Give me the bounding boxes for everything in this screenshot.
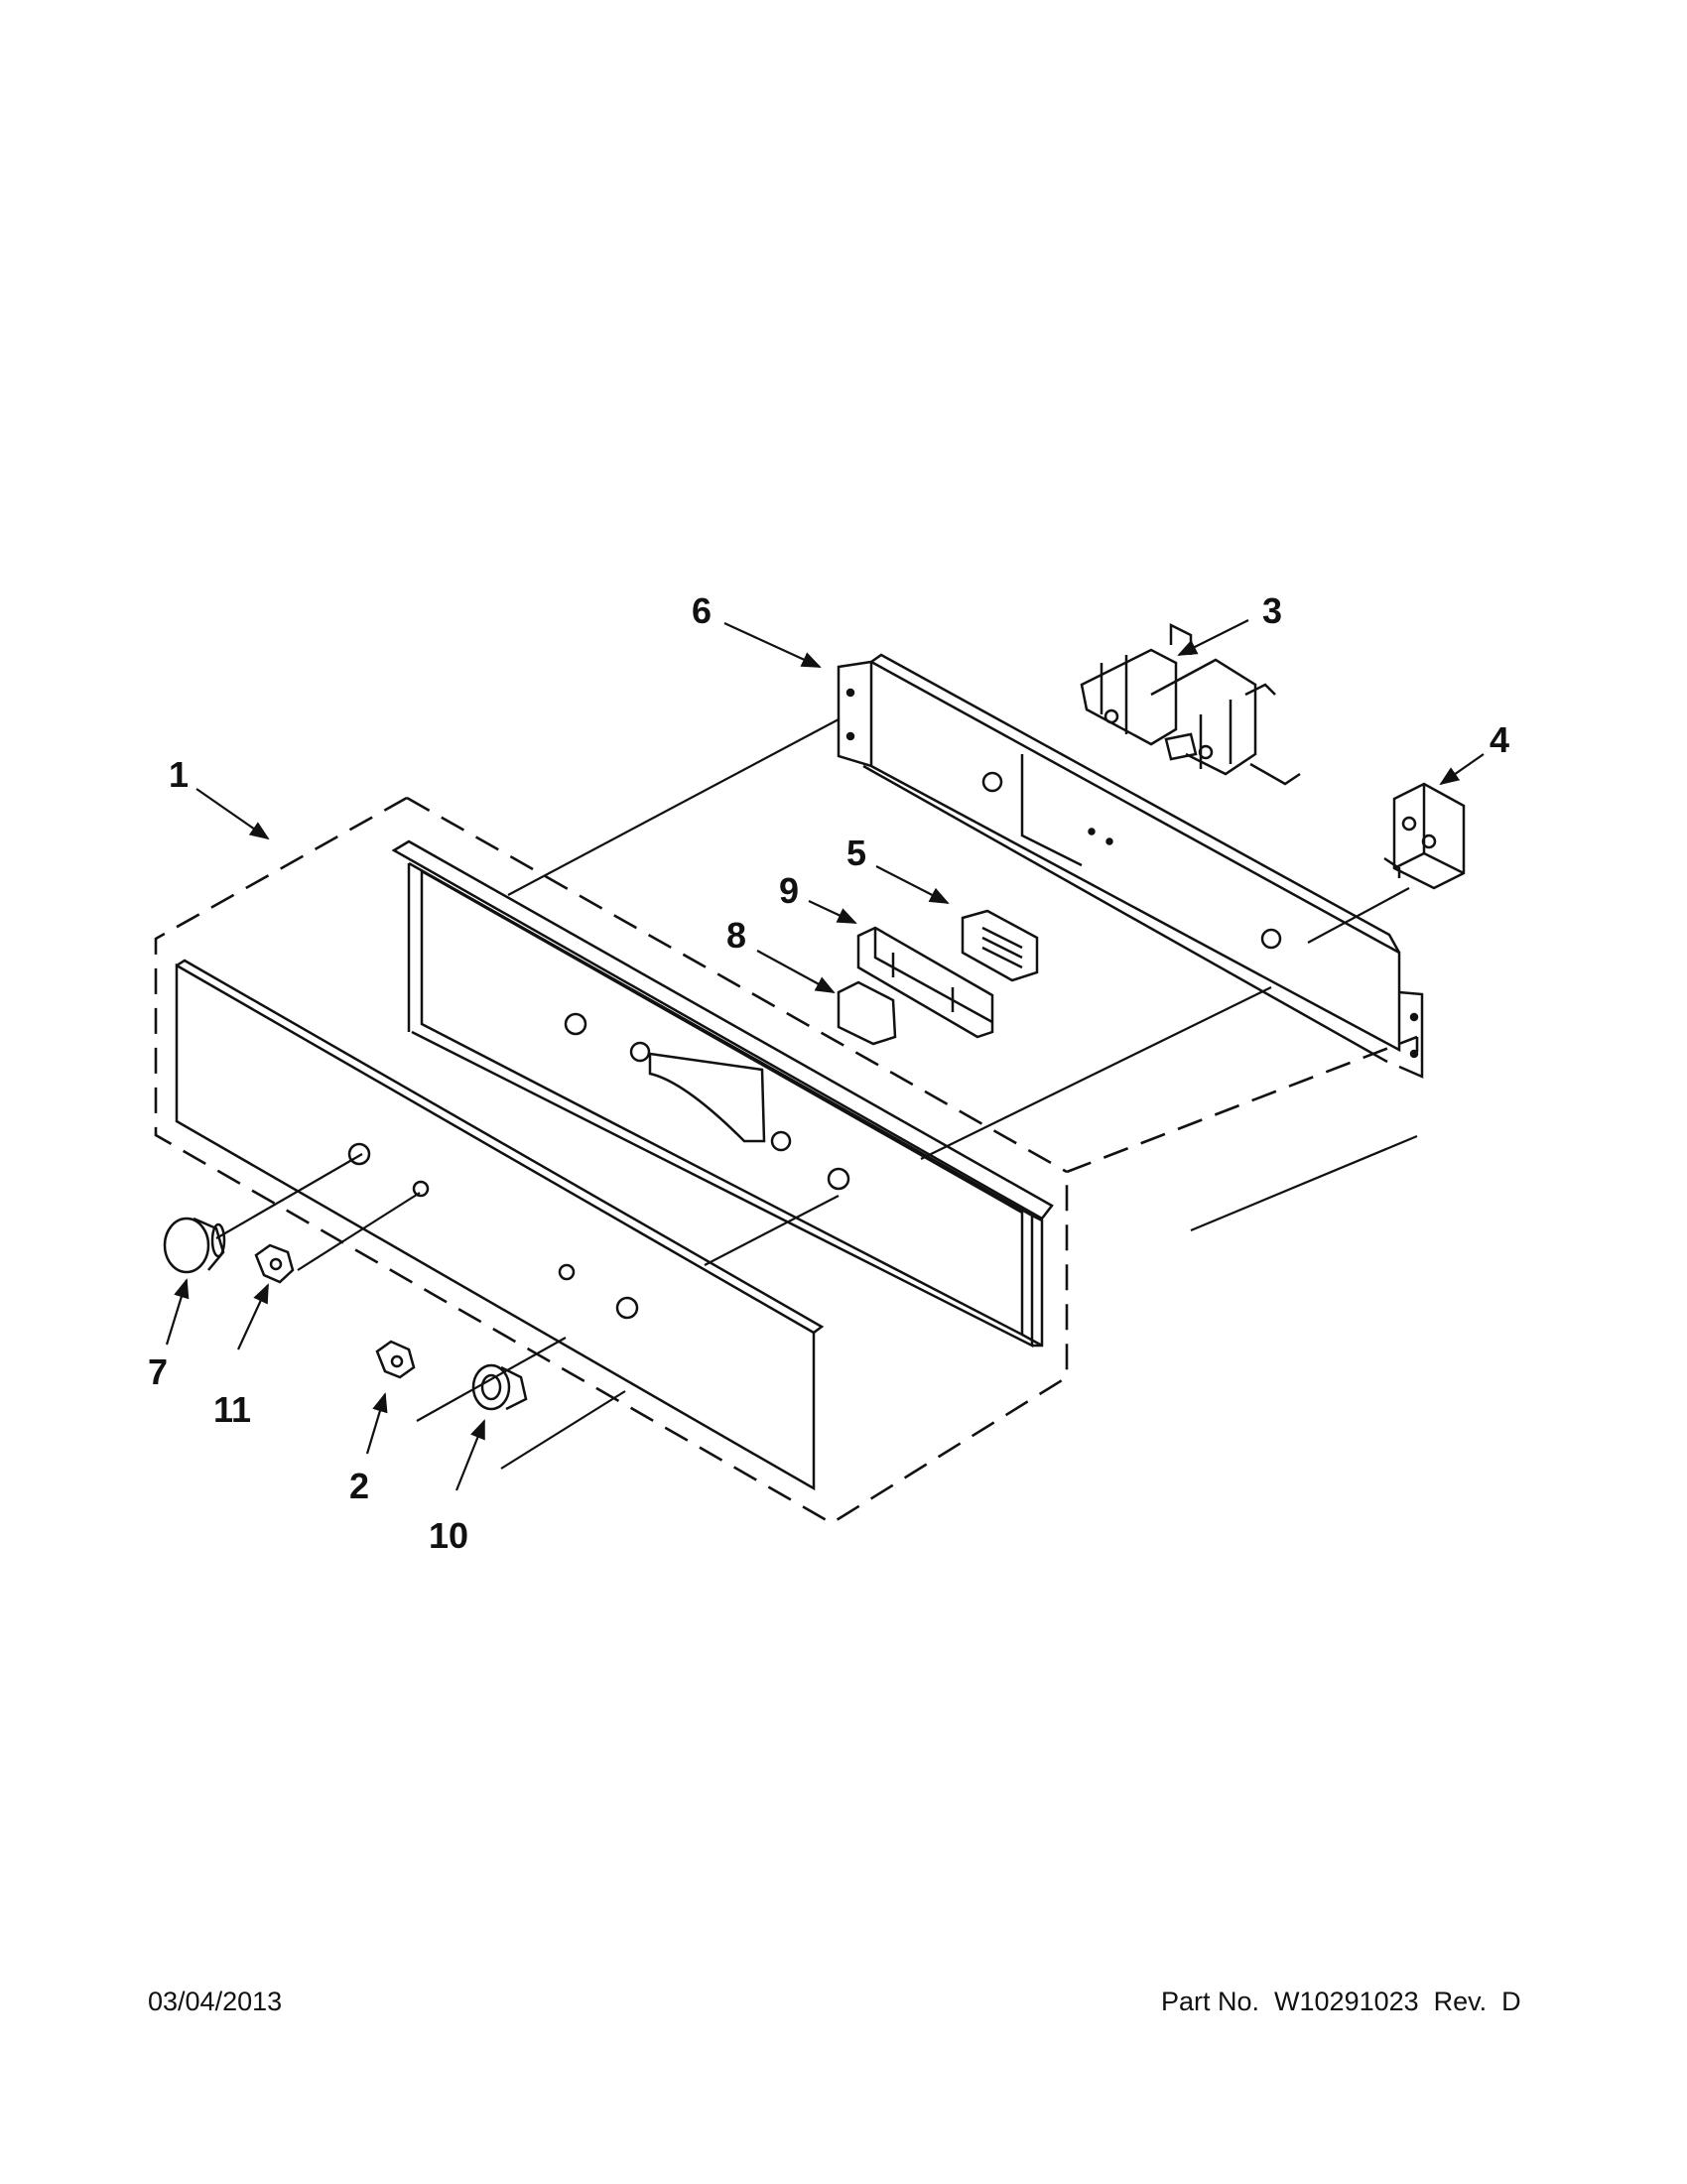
footer-part-number: Part No. W10291023 Rev. D <box>1161 1987 1521 2016</box>
keypad-circuit-board <box>961 909 1039 982</box>
callout-9: 9 <box>779 870 799 911</box>
front-glass-panel <box>175 959 825 1491</box>
leader-arrows <box>165 619 1485 1491</box>
callout-10: 10 <box>429 1515 468 1556</box>
footer-date: 03/04/2013 <box>148 1987 283 2016</box>
callout-labels: 1 6 3 4 5 9 8 7 11 2 10 <box>148 590 1509 1556</box>
alignment-lines <box>215 718 1418 1470</box>
keypad-bracket <box>856 926 994 1039</box>
keypad-cover <box>837 980 897 1046</box>
knob-clip <box>254 1243 416 1379</box>
control-knob-indicator <box>471 1363 528 1411</box>
callout-5: 5 <box>846 833 866 873</box>
electronic-control-board <box>1080 622 1301 786</box>
control-panel-frame <box>391 839 1054 1349</box>
callout-1: 1 <box>169 754 189 795</box>
callout-4: 4 <box>1490 719 1509 760</box>
selector-switch <box>1383 782 1466 890</box>
callout-7: 7 <box>148 1351 168 1392</box>
callout-8: 8 <box>726 915 746 956</box>
rear-panel-bracket <box>837 653 1424 1079</box>
callout-11: 11 <box>213 1389 251 1430</box>
callout-2: 2 <box>349 1466 369 1506</box>
assembly-outline-dashed <box>154 796 1419 1525</box>
callout-3: 3 <box>1262 590 1282 631</box>
callout-6: 6 <box>692 590 712 631</box>
control-knob <box>163 1217 226 1274</box>
